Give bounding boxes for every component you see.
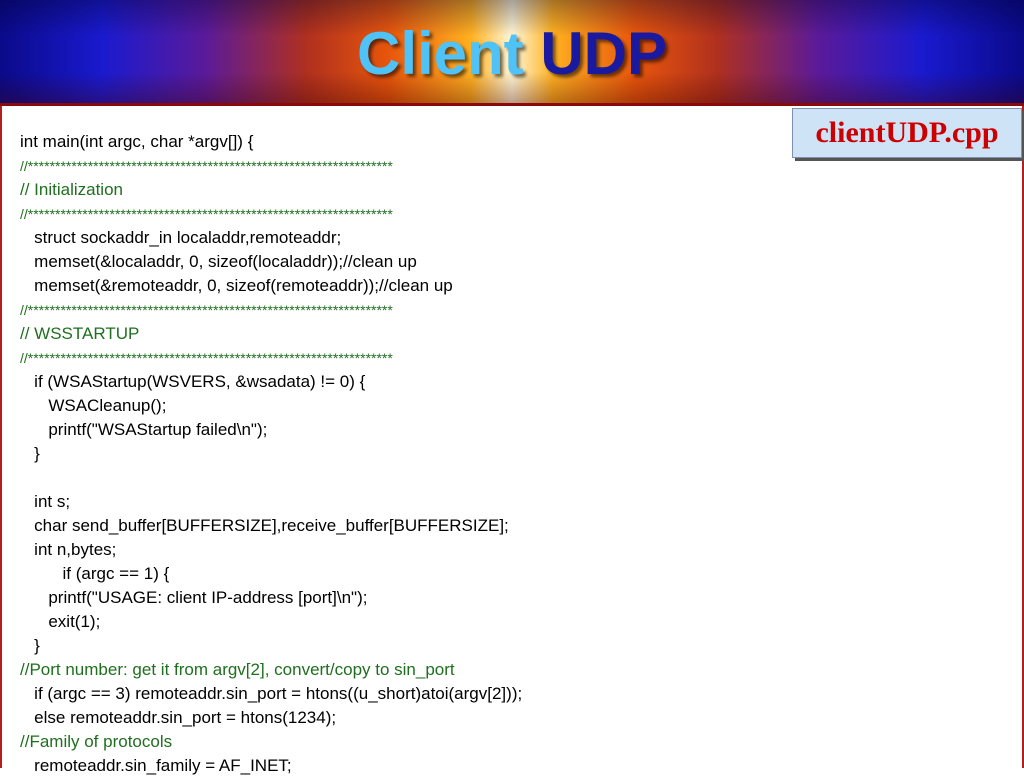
code-line: remoteaddr.sin_family = AF_INET; xyxy=(20,756,292,775)
code-line: int n,bytes; xyxy=(20,540,117,559)
code-line: if (argc == 1) { xyxy=(20,564,170,583)
code-listing: int main(int argc, char *argv[]) { //***… xyxy=(20,130,780,778)
code-line: //**************************************… xyxy=(20,302,393,318)
code-line: else remoteaddr.sin_port = htons(1234); xyxy=(20,708,337,727)
title-banner xyxy=(0,0,1024,106)
code-line: //Family of protocols xyxy=(20,732,173,751)
code-line: char send_buffer[BUFFERSIZE],receive_buf… xyxy=(20,516,509,535)
code-line: if (WSAStartup(WSVERS, &wsadata) != 0) { xyxy=(20,372,366,391)
code-line xyxy=(20,466,780,490)
code-line: WSACleanup(); xyxy=(20,396,167,415)
code-line: exit(1); xyxy=(20,612,101,631)
title-word-udp: UDP xyxy=(540,20,668,87)
code-line: printf("WSAStartup failed\n"); xyxy=(20,420,268,439)
code-line: } xyxy=(20,636,40,655)
code-line: //Port number: get it from argv[2], conv… xyxy=(20,660,455,679)
code-line: int s; xyxy=(20,492,71,511)
content-frame xyxy=(0,106,1024,768)
code-line: // WSSTARTUP xyxy=(20,324,140,343)
code-line: printf("USAGE: client IP-address [port]\… xyxy=(20,588,368,607)
code-line: if (argc == 3) remoteaddr.sin_port = hto… xyxy=(20,684,523,703)
code-line: memset(&localaddr, 0, sizeof(localaddr))… xyxy=(20,252,417,271)
code-line: int main(int argc, char *argv[]) { xyxy=(20,132,254,151)
title-word-client: Client xyxy=(356,20,524,87)
code-line: memset(&remoteaddr, 0, sizeof(remoteaddr… xyxy=(20,276,453,295)
code-line: //**************************************… xyxy=(20,350,393,366)
code-line: } xyxy=(20,444,40,463)
code-line: struct sockaddr_in localaddr,remoteaddr; xyxy=(20,228,342,247)
filename-label: clientUDP.cpp xyxy=(792,108,1022,158)
slide-title: Client UDP xyxy=(0,18,1024,90)
code-line: // Initialization xyxy=(20,180,123,199)
code-line: //**************************************… xyxy=(20,158,393,174)
code-line: //**************************************… xyxy=(20,206,393,222)
